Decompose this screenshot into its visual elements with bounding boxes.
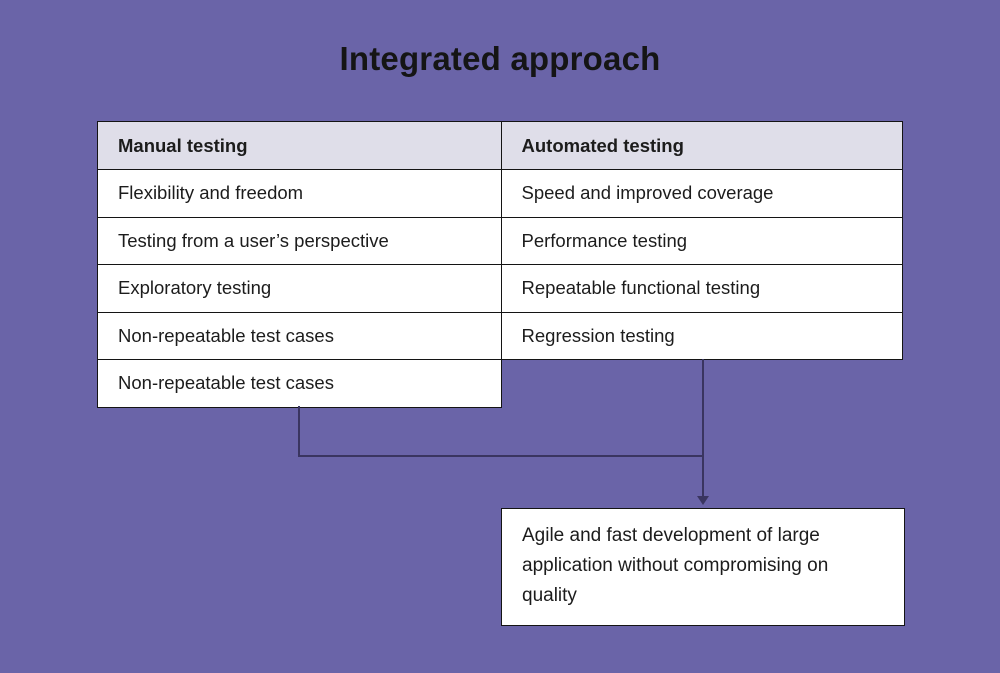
comparison-table: Manual testing Automated testing Flexibi… bbox=[97, 121, 903, 408]
connector-line-from-manual-column bbox=[297, 406, 300, 456]
table-cell-manual: Testing from a user’s perspective bbox=[98, 217, 502, 265]
table-cell-manual: Non-repeatable test cases bbox=[98, 360, 502, 408]
table-row: Exploratory testing Repeatable functiona… bbox=[98, 265, 903, 313]
table-header-row: Manual testing Automated testing bbox=[98, 122, 903, 170]
table-row: Non-repeatable test cases bbox=[98, 360, 903, 408]
column-header-manual-testing: Manual testing bbox=[98, 122, 502, 170]
table-cell-manual: Non-repeatable test cases bbox=[98, 312, 502, 360]
result-text: Agile and fast development of large appl… bbox=[522, 525, 829, 606]
table-cell-manual: Exploratory testing bbox=[98, 265, 502, 313]
column-header-automated-testing: Automated testing bbox=[501, 122, 903, 170]
table-row: Flexibility and freedom Speed and improv… bbox=[98, 170, 903, 218]
connector-line-to-result bbox=[701, 359, 704, 498]
diagram-title: Integrated approach bbox=[339, 40, 661, 77]
arrow-down-icon bbox=[696, 496, 709, 505]
table-cell-automated: Repeatable functional testing bbox=[501, 265, 903, 313]
result-box: Agile and fast development of large appl… bbox=[501, 508, 905, 626]
table-cell-automated: Performance testing bbox=[501, 217, 903, 265]
table-cell-automated: Regression testing bbox=[501, 312, 903, 360]
table-cell-manual: Flexibility and freedom bbox=[98, 170, 502, 218]
connector-line-horizontal bbox=[297, 454, 704, 457]
table-cell-automated: Speed and improved coverage bbox=[501, 170, 903, 218]
table-row: Non-repeatable test cases Regression tes… bbox=[98, 312, 903, 360]
table-row: Testing from a user’s perspective Perfor… bbox=[98, 217, 903, 265]
